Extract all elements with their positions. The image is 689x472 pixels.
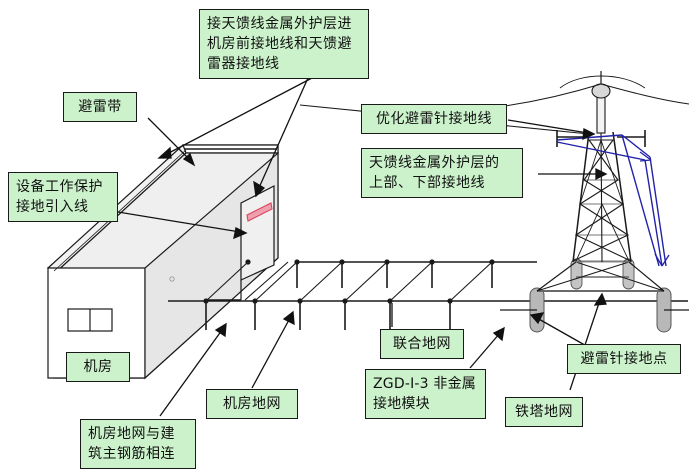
equipment-room-building xyxy=(47,144,279,380)
tower-inner-brace-4 xyxy=(601,203,630,262)
tower-brace-1b xyxy=(583,139,614,181)
tower-inner-brace-2 xyxy=(600,139,624,205)
leader-rebar xyxy=(159,329,223,417)
tower-leg-left xyxy=(572,131,590,263)
ground-conductor-down-2 xyxy=(644,159,663,267)
leader-arrow-lightning-belt xyxy=(182,152,196,167)
callout-equipment-room[interactable]: 机房 xyxy=(66,352,130,382)
ground-conductor-upper-left xyxy=(556,134,623,141)
leader-arrow-ground-module xyxy=(492,326,505,342)
grid-diagonal-4 xyxy=(389,261,433,302)
leader-feeder-entry xyxy=(257,59,317,191)
grid-diagonal-2 xyxy=(299,261,343,302)
ground-conductor-arrow-mid xyxy=(639,151,652,162)
guy-wire-right xyxy=(600,83,689,105)
leader-arrow-rebar xyxy=(214,322,227,338)
callout-feeder-shield-upper-lower[interactable]: 天馈线金属外护层的 上部、下部接地线 xyxy=(361,148,523,198)
tower-brace-3a xyxy=(579,203,629,236)
panel-red-marker xyxy=(246,202,273,222)
leader-rod-ground-point xyxy=(536,317,591,349)
tower-mast xyxy=(596,94,606,134)
callout-feeder-shield-entry[interactable]: 接天馈线金属外护层进 机房前接地线和天馈避 雷器接地线 xyxy=(199,9,369,79)
leader-protective-earth xyxy=(117,211,241,233)
callout-room-grid-rebar-connection[interactable]: 机房地网与建 筑主钢筋相连 xyxy=(80,419,196,469)
leader-optimized-rod xyxy=(507,119,589,134)
tower-splay-brace-2 xyxy=(628,261,665,292)
leader-feeder-entry-2 xyxy=(164,77,313,156)
leader-arrow-feeder-shield xyxy=(595,167,608,181)
building-ridge-line xyxy=(53,149,187,272)
grounding-conductors xyxy=(556,134,670,267)
tower-foundation xyxy=(500,258,689,333)
leader-arrow-room-grid xyxy=(282,310,295,326)
leader-arrow-optimized-rod xyxy=(582,127,596,141)
ground-conductor-arrow-base xyxy=(654,253,670,267)
ground-conductor-down-3 xyxy=(621,134,660,267)
grid-diagonal-6 xyxy=(205,261,249,302)
grid-diagonal-1 xyxy=(254,261,298,302)
tower-brace-3b xyxy=(575,203,624,236)
leader-arrow-protective-earth xyxy=(233,227,248,240)
tower-splay-brace-3 xyxy=(575,261,665,292)
callout-tower-ground-grid[interactable]: 铁塔地网 xyxy=(505,397,583,427)
callout-optimized-lightning-rod-ground[interactable]: 优化避雷针接地线 xyxy=(361,104,507,134)
leader-ground-module xyxy=(469,332,501,369)
leader-arrow-feeder-entry xyxy=(253,180,266,198)
leader-lines xyxy=(117,59,608,417)
tower-splay-brace-1 xyxy=(536,261,577,292)
tower-brace-2a xyxy=(583,179,624,205)
callout-lightning-belt[interactable]: 避雷带 xyxy=(63,92,137,122)
ground-grid-network xyxy=(168,259,688,330)
leader-room-grid xyxy=(251,317,291,389)
tower-leg-center-back xyxy=(600,131,603,263)
guy-wire-arc-top xyxy=(559,75,646,89)
guy-wire-left xyxy=(504,83,602,107)
grid-diagonal-5 xyxy=(449,261,493,302)
callout-equipment-room-ground-grid[interactable]: 机房地网 xyxy=(206,389,298,419)
ground-conductor-upper-right xyxy=(621,134,651,158)
tower-brace-1a xyxy=(588,139,619,181)
ground-conductor-mid xyxy=(556,141,646,161)
grid-diagonal-building xyxy=(244,261,289,301)
grid-diagonal-3 xyxy=(344,261,388,302)
tower-inner-brace-3 xyxy=(575,203,603,262)
tower-brace-4a xyxy=(575,234,632,262)
tower-leg-right xyxy=(612,131,632,263)
leader-lightning-belt xyxy=(147,117,191,161)
tower-splay-brace-4 xyxy=(536,261,630,292)
callout-lightning-rod-ground-point[interactable]: 避雷针接地点 xyxy=(567,344,681,374)
callout-equipment-protective-earth[interactable]: 设备工作保护 接地引入线 xyxy=(8,172,118,222)
callout-ground-module[interactable]: ZGD-I-3 非金属 接地模块 xyxy=(365,369,486,419)
leader-arrow-rod-ground-point xyxy=(529,312,545,325)
tower-brace-2b xyxy=(579,179,619,205)
building-wall-detail-dot xyxy=(169,276,175,282)
tower-brace-4b xyxy=(572,234,629,262)
ground-conductor-down-1 xyxy=(649,156,667,267)
leader-arrow-feeder-entry-2 xyxy=(157,146,172,159)
leader-arrow-tower-grid xyxy=(593,292,607,306)
grid-node-dots xyxy=(203,259,495,304)
callout-combined-ground-grid[interactable]: 联合地网 xyxy=(380,329,464,359)
